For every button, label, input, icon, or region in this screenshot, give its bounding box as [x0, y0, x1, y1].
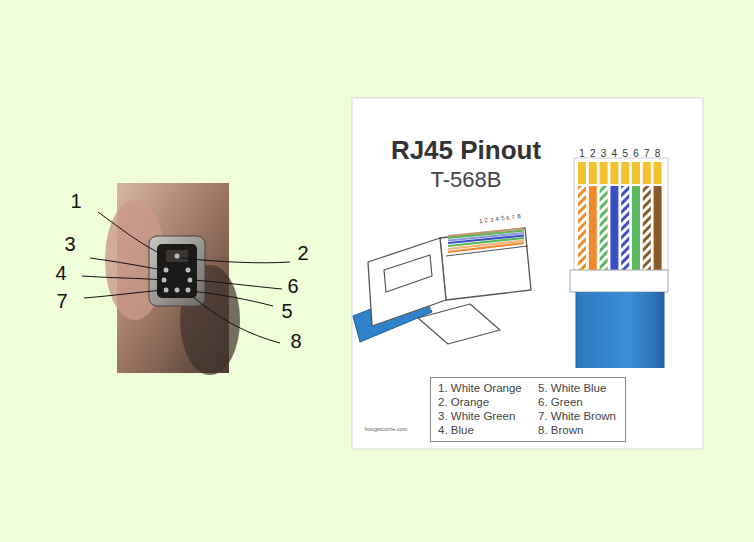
- pin-number: 5: [622, 149, 628, 159]
- straight-plug: [570, 158, 668, 368]
- pin-number: 1: [579, 149, 585, 159]
- pin-list-item: 7. White Brown: [538, 411, 616, 423]
- connector-photo: [105, 183, 240, 375]
- pin-list-box: 1. White Orange 2. Orange 3. White Green 4.…: [430, 377, 626, 442]
- callout-number: 6: [287, 276, 298, 296]
- watermark: bougetcorrie.com: [365, 427, 408, 433]
- pin-number: 2: [590, 149, 596, 159]
- callout-number: 4: [55, 263, 66, 283]
- callout-number: 7: [56, 291, 67, 311]
- pin-list-item: 4. Blue: [438, 425, 474, 437]
- leader-lines: [82, 212, 290, 343]
- subtitle: T-568B: [431, 169, 502, 191]
- pin-list-item: 2. Orange: [438, 397, 489, 409]
- pin-number: 1: [479, 218, 483, 224]
- pin-list-item: 6. Green: [538, 397, 583, 409]
- pin-number: 6: [633, 149, 639, 159]
- pin-number: 3: [601, 149, 607, 159]
- pin-number: 4: [612, 149, 618, 159]
- angled-plug: [353, 228, 531, 344]
- pin-number: 8: [517, 213, 521, 219]
- pin-number: 7: [644, 149, 650, 159]
- pin-number: 8: [655, 149, 661, 159]
- callout-number: 2: [297, 243, 308, 263]
- callout-number: 8: [290, 331, 301, 351]
- callout-number: 1: [70, 191, 81, 211]
- title: RJ45 Pinout: [391, 137, 541, 163]
- pin-number: 5: [501, 215, 505, 221]
- pin-list-item: 5. White Blue: [538, 383, 606, 395]
- pin-number: 3: [490, 216, 494, 222]
- pin-list-item: 3. White Green: [438, 411, 515, 423]
- pin-list-item: 8. Brown: [538, 425, 583, 437]
- callout-number: 3: [64, 234, 75, 254]
- pin-list-item: 1. White Orange: [438, 383, 522, 395]
- pinout-card: [352, 98, 703, 449]
- callout-number: 5: [281, 301, 292, 321]
- pin-number: 6: [506, 214, 510, 220]
